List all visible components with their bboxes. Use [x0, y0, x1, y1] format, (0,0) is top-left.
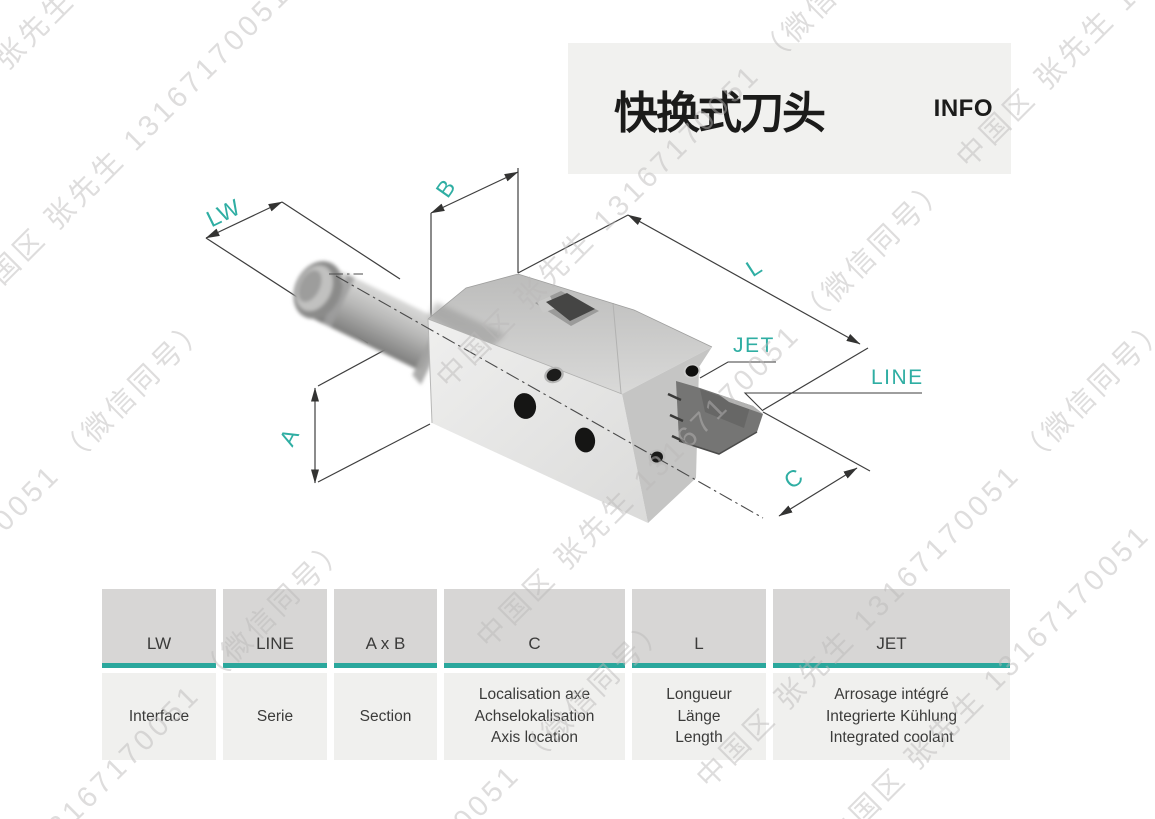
column-header: LW — [102, 589, 216, 668]
description-line: Arrosage intégré — [834, 686, 949, 704]
description-line: Localisation axe — [478, 686, 591, 704]
description-line: Serie — [256, 707, 294, 725]
table-column-line: LINE Serie — [223, 589, 327, 760]
column-header: A x B — [334, 589, 437, 668]
insert-serrations — [667, 392, 686, 444]
block-top-face — [428, 274, 712, 394]
table-column-axb: A x B Section — [334, 589, 437, 760]
jet-leader — [699, 361, 776, 379]
table-column-lw: LW Interface — [102, 589, 216, 760]
dimension-b — [430, 168, 519, 326]
column-description: Serie — [223, 673, 327, 760]
column-description: Interface — [102, 673, 216, 760]
description-line: Axis location — [490, 729, 578, 747]
column-description: Localisation axe Achselokalisation Axis … — [444, 673, 625, 760]
dimension-lines — [205, 168, 871, 517]
table-column-jet: JET Arrosage intégré Integrierte Kühlung… — [773, 589, 1010, 760]
column-header: C — [444, 589, 625, 668]
block-front-face — [428, 319, 648, 523]
column-description: Section — [334, 673, 437, 760]
label-l: L — [741, 253, 766, 282]
label-b: B — [430, 175, 460, 202]
table-column-c: C Localisation axe Achselokalisation Axi… — [444, 589, 625, 760]
description-line: Achselokalisation — [474, 707, 595, 725]
label-lw: LW — [202, 193, 245, 232]
description-line: Interface — [128, 707, 190, 725]
column-header: JET — [773, 589, 1010, 668]
top-slot — [535, 291, 599, 326]
title-box: 快换式刀头 INFO — [568, 43, 1011, 174]
dimension-l — [517, 214, 869, 411]
label-jet: JET — [733, 334, 775, 357]
description-line: Integrierte Kühlung — [826, 707, 957, 725]
line-leader — [743, 392, 922, 412]
description-line: Longueur — [666, 686, 732, 704]
description-line: Section — [359, 707, 412, 725]
info-label: INFO — [933, 94, 993, 122]
center-axis — [329, 273, 764, 519]
column-header: L — [632, 589, 766, 668]
label-line: LINE — [871, 366, 924, 389]
shank-shadow — [428, 302, 505, 352]
insert-head — [667, 381, 763, 455]
page-title: 快换式刀头 — [614, 88, 826, 138]
tool-shank — [293, 261, 456, 385]
coolant-jet-hole — [685, 365, 699, 377]
label-c: C — [779, 463, 808, 494]
description-line: Length — [675, 729, 723, 747]
column-description: Longueur Länge Length — [632, 673, 766, 760]
mounting-holes — [513, 363, 701, 465]
label-a: A — [274, 424, 304, 450]
dimension-c — [762, 411, 871, 517]
column-description: Arrosage intégré Integrierte Kühlung Int… — [773, 673, 1010, 760]
leader-lines — [699, 361, 922, 412]
description-line: Länge — [677, 707, 721, 725]
description-line: Integrated coolant — [829, 729, 954, 747]
tool-block — [427, 273, 763, 523]
column-header: LINE — [223, 589, 327, 668]
table-column-l: L Longueur Länge Length — [632, 589, 766, 760]
spec-table: LW Interface LINE Serie A x B Section C … — [102, 589, 1010, 760]
